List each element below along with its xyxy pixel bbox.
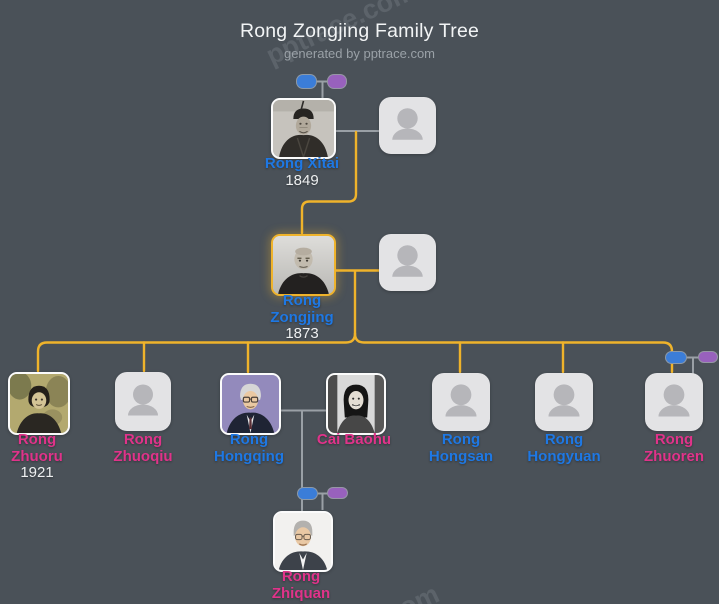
- person-placeholder-rong-zhuoqiu[interactable]: [115, 372, 171, 431]
- person-name: Zongjing: [270, 308, 334, 326]
- person-icon: [445, 384, 477, 417]
- header: Rong Zongjing Family Tree generated by p…: [0, 20, 719, 61]
- person-name: Hongqing: [214, 447, 284, 465]
- person-label-rong-zhuoren: Rong Zhuoren: [614, 431, 719, 465]
- person-photo-rong-zhuoru[interactable]: [8, 372, 70, 435]
- person-name: Rong: [544, 431, 584, 448]
- person-label-rong-zhuoru: Rong Zhuoru 1921: [0, 431, 97, 482]
- person-year: 1921: [20, 464, 54, 481]
- page-subtitle: generated by pptrace.com: [283, 46, 436, 61]
- portrait-rong-xitai: [273, 100, 334, 157]
- person-icon: [658, 384, 690, 417]
- marriage-chip-blue[interactable]: [297, 487, 318, 500]
- marriage-chip-purple[interactable]: [327, 74, 347, 89]
- person-name: Zhuoqiu: [113, 447, 173, 465]
- person-photo-rong-zongjing[interactable]: [271, 234, 336, 296]
- person-label-cai-baohu: Cai Baohu: [294, 431, 414, 449]
- person-label-rong-hongsan: Rong Hongsan: [401, 431, 521, 465]
- person-icon: [128, 384, 158, 416]
- person-placeholder-rong-hongsan[interactable]: [432, 373, 490, 431]
- portrait-rong-zhuoru: [10, 374, 68, 433]
- person-photo-rong-hongqing[interactable]: [220, 373, 281, 435]
- person-name: Rong: [229, 431, 269, 448]
- person-label-rong-xitai: Rong Xitai 1849: [242, 155, 362, 189]
- portrait-rong-zhiquan: [275, 513, 331, 570]
- person-name: Rong: [281, 568, 321, 585]
- person-photo-rong-xitai[interactable]: [271, 98, 336, 159]
- person-label-rong-hongyuan: Rong Hongyuan: [504, 431, 624, 465]
- page-title: Rong Zongjing Family Tree: [239, 20, 480, 42]
- person-name: Rong: [441, 431, 481, 448]
- marriage-chip-purple[interactable]: [327, 487, 348, 499]
- person-label-rong-zhuoqiu: Rong Zhuoqiu: [83, 431, 203, 465]
- person-name: Rong: [282, 292, 322, 309]
- marriage-chip-blue[interactable]: [665, 351, 687, 364]
- person-name: Hongyuan: [527, 447, 601, 465]
- marriage-chip-purple[interactable]: [698, 351, 718, 363]
- person-name: Rong Xitai: [264, 155, 340, 172]
- person-name: Cai Baohu: [316, 431, 392, 448]
- person-icon: [548, 384, 580, 417]
- person-icon: [392, 245, 423, 277]
- marriage-chip-blue[interactable]: [296, 74, 317, 89]
- person-photo-rong-zhiquan[interactable]: [273, 511, 333, 572]
- person-year: 1873: [285, 325, 319, 342]
- person-name: Hongsan: [428, 447, 494, 465]
- person-label-rong-hongqing: Rong Hongqing: [189, 431, 309, 465]
- portrait-rong-zongjing: [273, 236, 334, 294]
- person-name: Rong: [123, 431, 163, 448]
- portrait-cai-baohu: [328, 375, 384, 433]
- person-year: 1849: [285, 171, 319, 189]
- person-name: Zhuoru: [11, 447, 63, 465]
- person-photo-cai-baohu[interactable]: [326, 373, 386, 435]
- person-name: Zhuoren: [644, 447, 704, 465]
- person-name: Rong: [654, 431, 694, 448]
- person-placeholder-zongjing-spouse[interactable]: [379, 234, 436, 291]
- person-name: Zhiquan: [271, 584, 331, 602]
- person-label-rong-zongjing: Rong Zongjing 1873: [242, 292, 362, 343]
- person-label-rong-zhiquan: Rong Zhiquan: [241, 568, 361, 602]
- person-icon: [392, 108, 423, 140]
- person-placeholder-xitai-spouse[interactable]: [379, 97, 436, 154]
- person-placeholder-rong-zhuoren[interactable]: [645, 373, 703, 431]
- person-placeholder-rong-hongyuan[interactable]: [535, 373, 593, 431]
- portrait-rong-hongqing: [222, 375, 279, 433]
- person-name: Rong: [17, 431, 57, 448]
